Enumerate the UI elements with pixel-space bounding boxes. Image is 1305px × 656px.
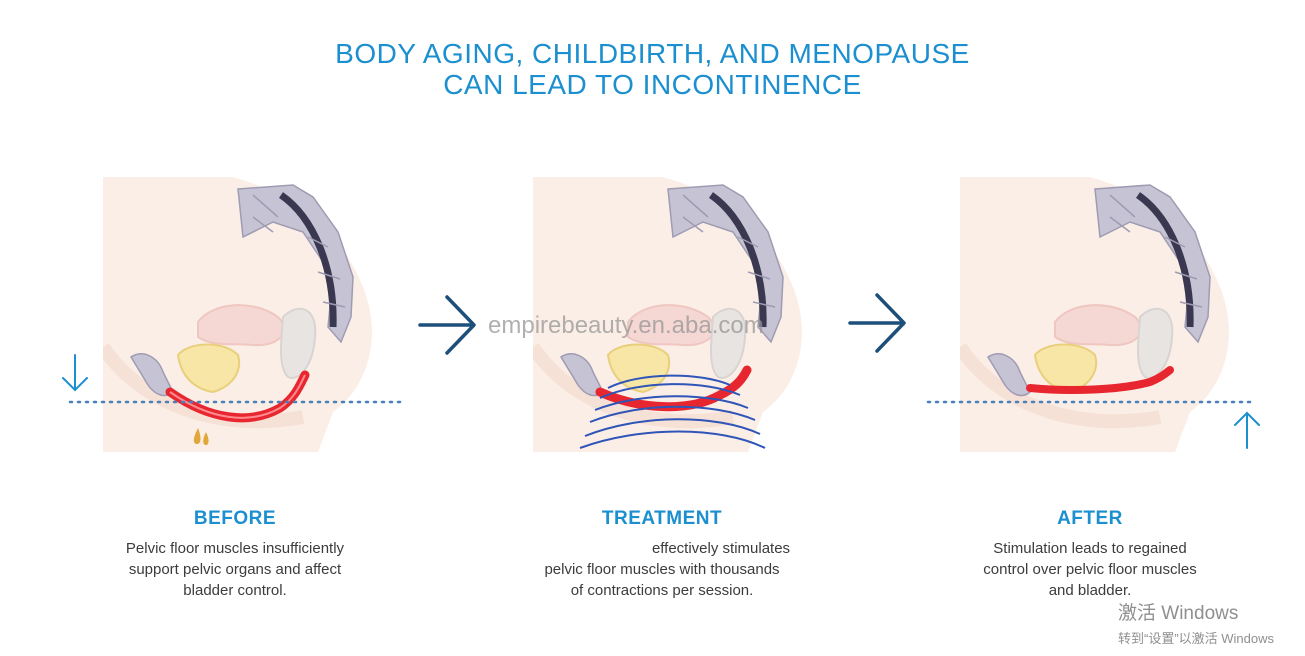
windows-activation-title: 激活 Windows — [1118, 603, 1239, 624]
next-arrow-icon — [418, 295, 476, 355]
title-line-2: CAN LEAD TO INCONTINENCE — [443, 69, 862, 100]
panel-treatment: TREATMENT effectively stimulates pelvic … — [512, 508, 812, 601]
arrow-up-icon — [1234, 411, 1260, 449]
panel-before-line-3: bladder control. — [183, 582, 287, 599]
panel-heading-after: AFTER — [1057, 508, 1123, 529]
windows-activation-notice: 激活 Windows 转到“设置”以激活 Windows — [1118, 598, 1274, 647]
panel-description-after: Stimulation leads to regained control ov… — [940, 538, 1240, 601]
after-illustration — [960, 177, 1229, 452]
panel-description-before: Pelvic floor muscles insufficiently supp… — [85, 538, 385, 601]
panel-before: BEFORE Pelvic floor muscles insufficient… — [85, 508, 385, 601]
panel-after: AFTER Stimulation leads to regained cont… — [940, 508, 1240, 601]
panel-after-line-1: Stimulation leads to regained — [993, 540, 1187, 557]
leak-drops-icon — [193, 428, 209, 446]
page-title: BODY AGING, CHILDBIRTH, AND MENOPAUSE CA… — [0, 38, 1305, 100]
panel-description-treatment: effectively stimulates pelvic floor musc… — [512, 538, 812, 601]
panel-treatment-line-2: pelvic floor muscles with thousands — [544, 561, 780, 578]
title-line-1: BODY AGING, CHILDBIRTH, AND MENOPAUSE — [335, 38, 970, 69]
next-arrow-icon-2 — [848, 293, 906, 353]
panel-heading-before: BEFORE — [193, 508, 277, 529]
panel-after-line-2: control over pelvic floor muscles — [983, 561, 1197, 578]
watermark-text: empirebeauty.en.aba.com — [488, 312, 764, 339]
treatment-illustration — [533, 177, 802, 452]
arrow-down-icon — [62, 354, 88, 392]
panel-before-line-1: Pelvic floor muscles insufficiently — [125, 540, 345, 557]
panel-after-line-3: and bladder. — [1048, 582, 1132, 599]
panel-treatment-line-3: of contractions per session. — [570, 582, 754, 599]
before-illustration — [103, 177, 372, 452]
panel-treatment-line-1: effectively stimulates — [651, 540, 791, 557]
panel-before-line-2: support pelvic organs and affect — [128, 561, 342, 578]
stimulation-waves — [579, 374, 766, 449]
windows-activation-hint: 转到“设置”以激活 Windows — [1118, 631, 1275, 646]
panel-heading-treatment: TREATMENT — [601, 508, 723, 529]
